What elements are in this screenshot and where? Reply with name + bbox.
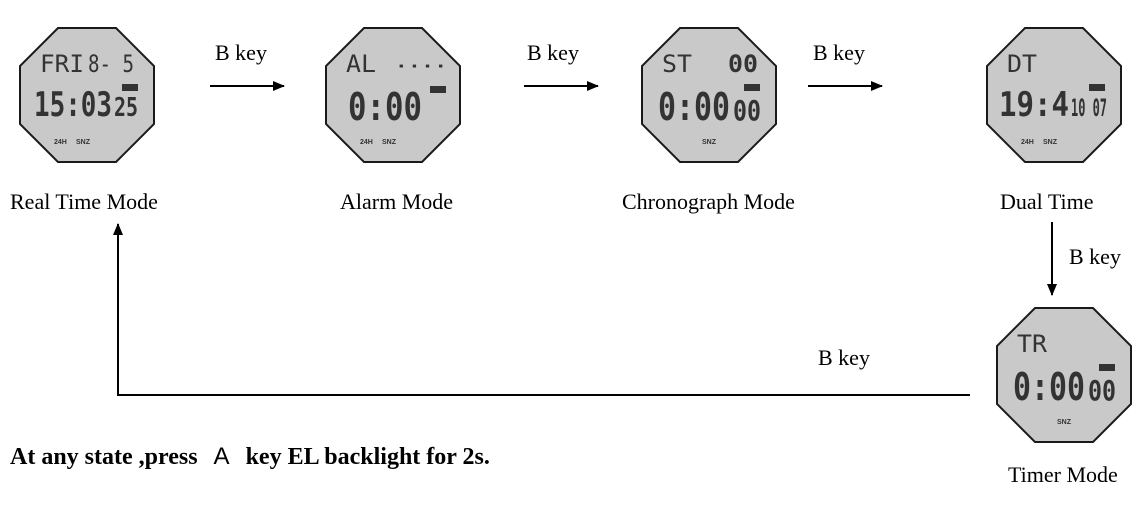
lcd-top-left: DT [1007, 50, 1037, 78]
lcd-top-right: 8- 5 [88, 50, 134, 78]
lcd-main-digits: 19:4 [999, 85, 1069, 125]
watch-alarm: AL - - - - 0:00 24H SNZ [324, 26, 462, 164]
lcd-seconds: 00 [1088, 374, 1116, 407]
lcd-main-digits: 0:00 [658, 85, 730, 129]
battery-indicator [1099, 364, 1115, 371]
backlight-instruction: At any state ,press A key EL backlight f… [10, 443, 490, 471]
lcd-top-right: - - - - [398, 53, 444, 77]
transition-label-alarm-to-chronograph: B key [527, 40, 579, 65]
transition-label-timer-to-real-time: B key [818, 345, 870, 370]
lcd-octagon [986, 27, 1122, 163]
watch-real-time: FRI 8- 5 15:03 25 24H SNZ [18, 26, 156, 164]
watch-timer: TR 0:00 00 SNZ [995, 306, 1133, 444]
lcd-main-digits: 0:00 [348, 85, 422, 129]
lcd-top-left: TR [1017, 330, 1048, 358]
transition-label-chronograph-to-dual-time: B key [813, 40, 865, 65]
lcd-indicator-snz: SNZ [1043, 139, 1058, 146]
lcd-top-left: ST [662, 50, 692, 78]
watch-chronograph: ST 00 0:00 00 SNZ [640, 26, 778, 164]
transition-label-real-time-to-alarm: B key [215, 40, 267, 65]
watch-dual-time: DT 19:4 10 07 24H SNZ [985, 26, 1123, 164]
caption-timer-mode: Timer Mode [1008, 462, 1118, 487]
lcd-top-left: AL [346, 50, 376, 78]
caption-alarm-mode: Alarm Mode [340, 189, 454, 214]
battery-indicator [430, 86, 446, 93]
lcd-indicator-snz: SNZ [76, 139, 91, 146]
battery-indicator [744, 84, 760, 91]
lcd-main-digits: 15:03 [34, 85, 112, 125]
battery-indicator [122, 84, 138, 91]
lcd-indicator-24h: 24H [360, 139, 373, 146]
caption-real-time-mode: Real Time Mode [10, 189, 158, 214]
transition-label-dual-time-to-timer: B key [1069, 244, 1121, 269]
lcd-main-digits: 0:00 [1013, 365, 1085, 409]
lcd-top-right: 00 [728, 50, 758, 78]
lcd-octagon [996, 307, 1132, 443]
lcd-indicator-24h: 24H [1021, 139, 1034, 146]
lcd-seconds: 25 [114, 93, 138, 123]
lcd-indicator-snz: SNZ [382, 139, 397, 146]
arrow-timer-to-real-time [113, 223, 970, 396]
caption-chronograph-mode: Chronograph Mode [622, 189, 795, 214]
lcd-top-left: FRI [40, 50, 84, 78]
instruction-key: A [213, 443, 230, 470]
lcd-seconds: 10 07 [1071, 94, 1107, 122]
caption-dual-time: Dual Time [1000, 189, 1094, 214]
instruction-suffix: key EL backlight for 2s. [245, 444, 490, 470]
lcd-octagon [19, 27, 155, 163]
lcd-octagon [325, 27, 461, 163]
lcd-indicator-24h: 24H [54, 139, 67, 146]
lcd-seconds: 00 [733, 94, 761, 127]
lcd-octagon [641, 27, 777, 163]
lcd-indicator-snz: SNZ [1057, 419, 1072, 426]
battery-indicator [1089, 84, 1105, 91]
lcd-indicator-snz: SNZ [702, 139, 717, 146]
instruction-prefix: At any state ,press [10, 444, 198, 470]
